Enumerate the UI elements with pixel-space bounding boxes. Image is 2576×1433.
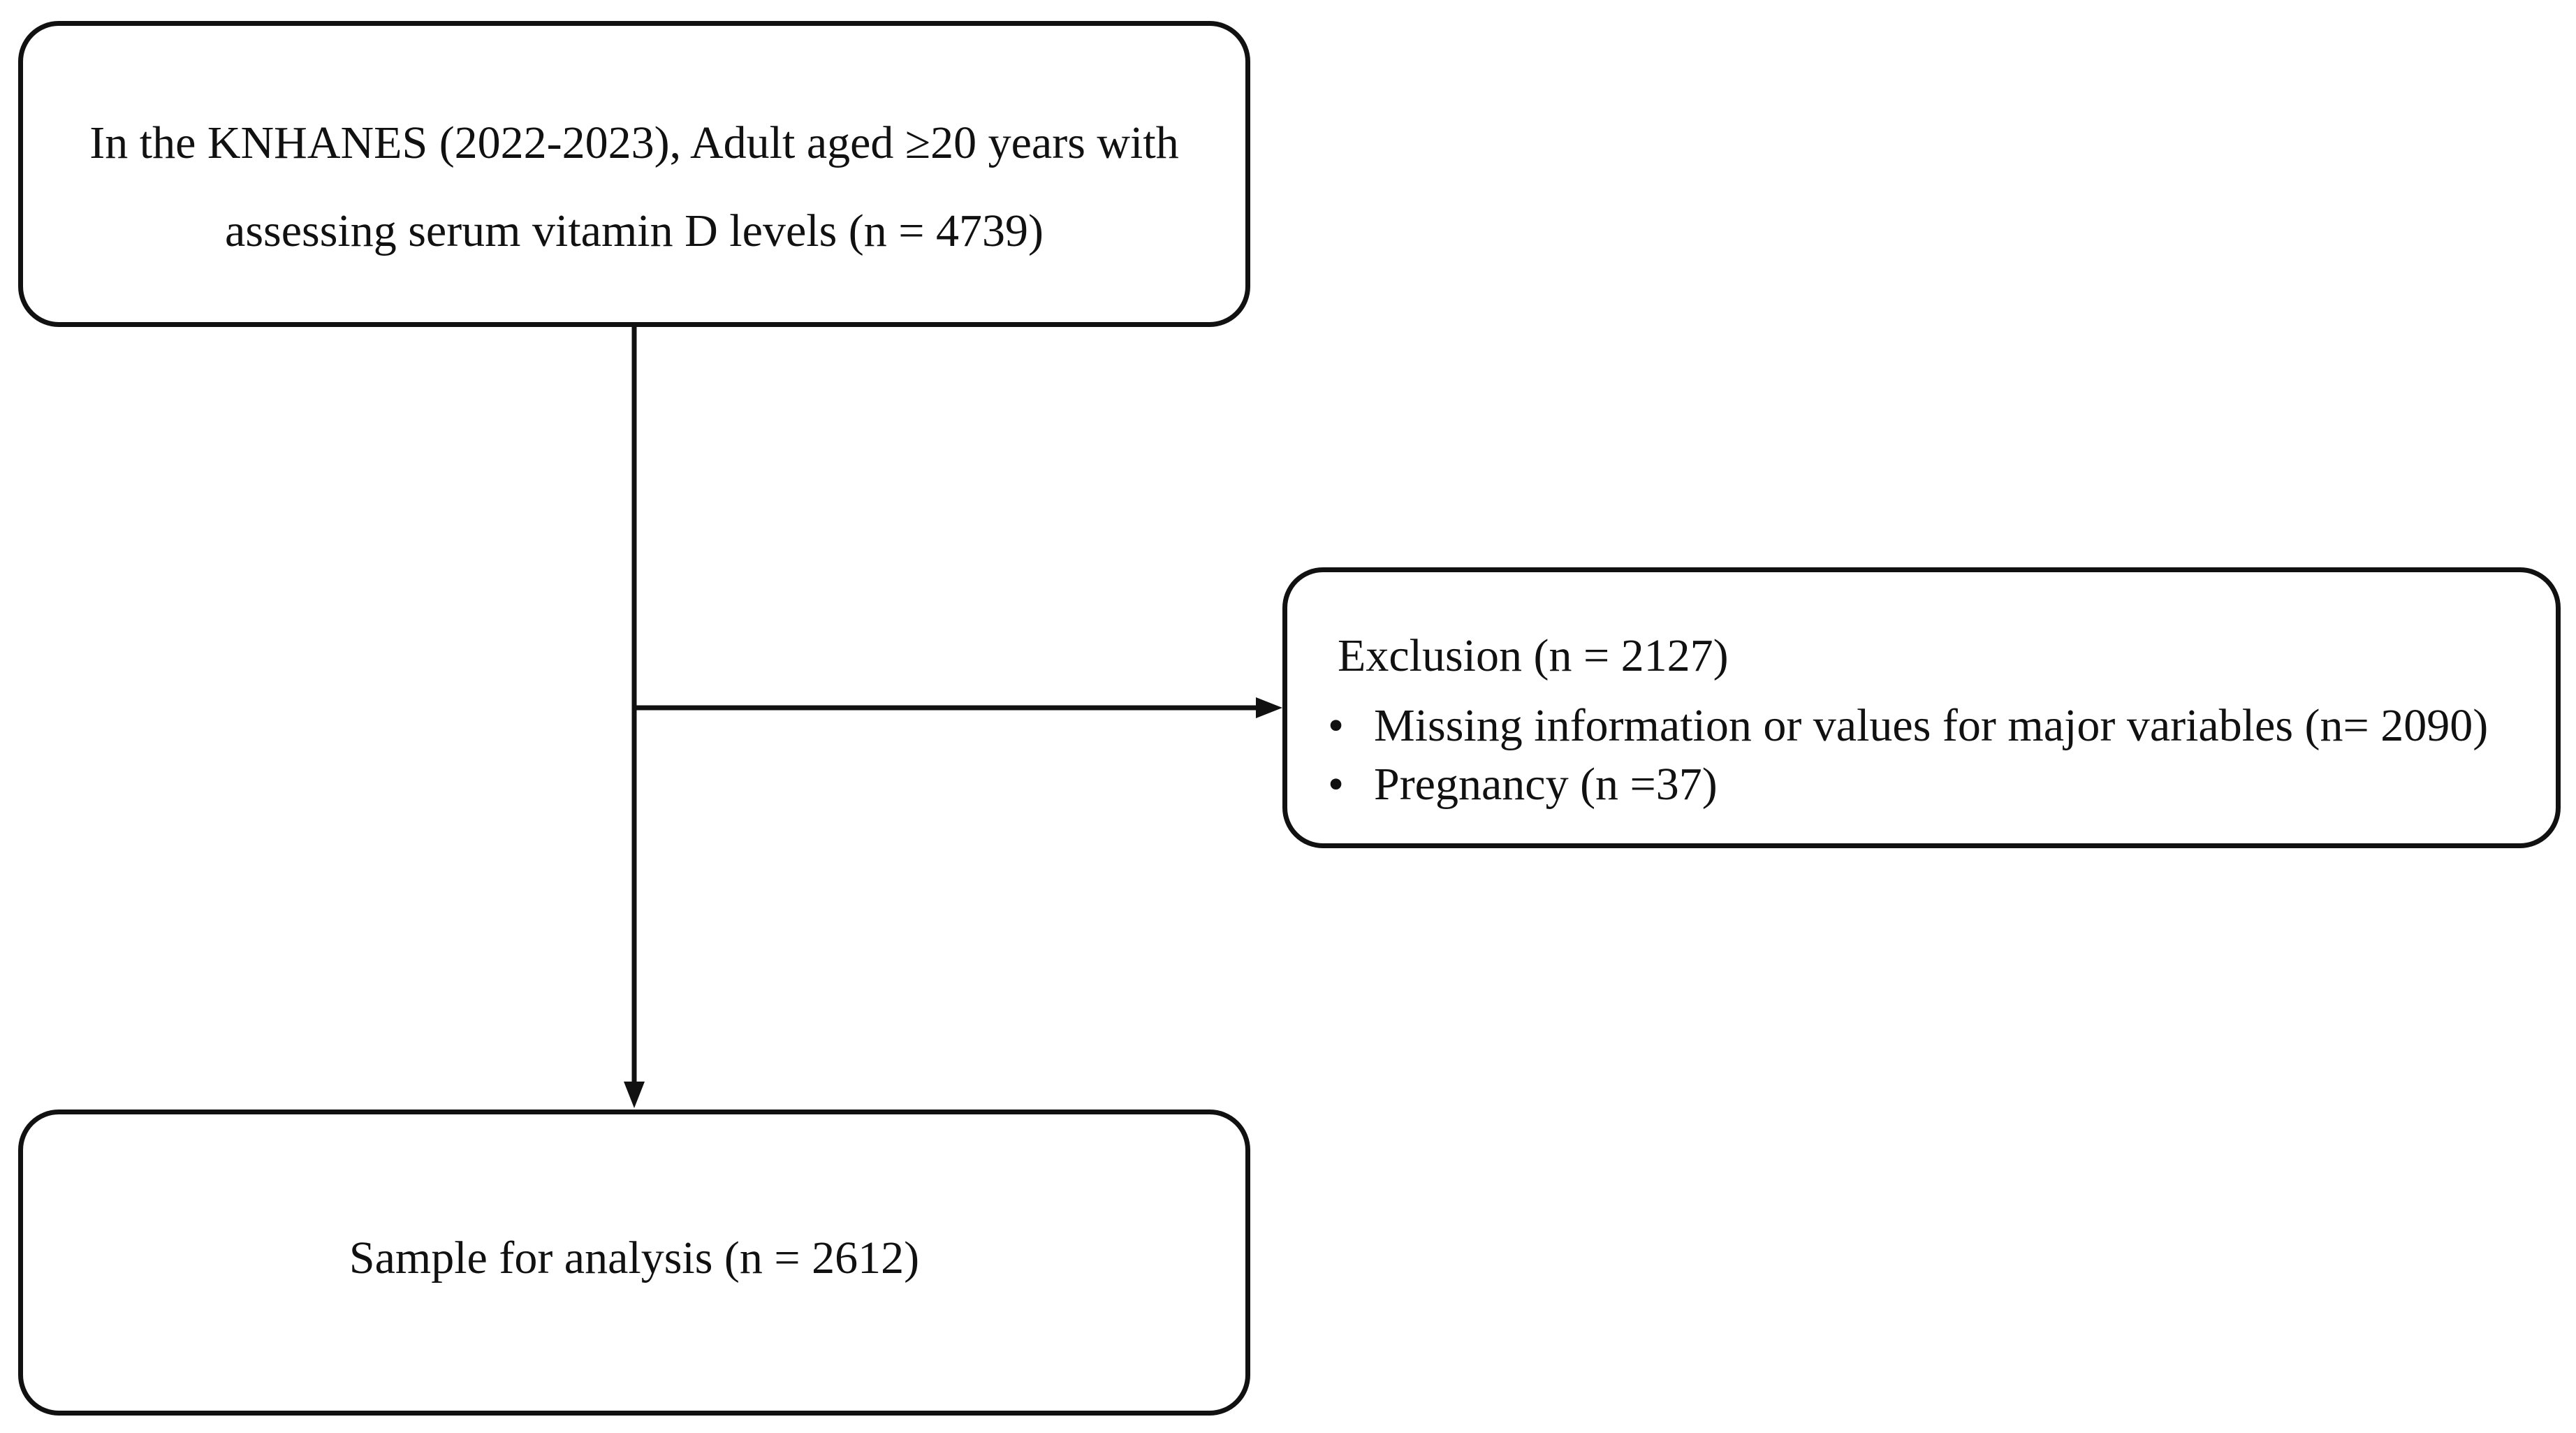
bullet-icon: • — [1328, 759, 1345, 810]
eligible-population-box: In the KNHANES (2022-2023), Adult aged ≥… — [18, 21, 1250, 327]
exclusion-item-text: Missing information or values for major … — [1374, 700, 2489, 751]
analysis-sample-text: Sample for analysis (n = 2612) — [349, 1232, 920, 1283]
exclusion-title: Exclusion (n = 2127) — [1338, 630, 1729, 681]
analysis-sample-box: Sample for analysis (n = 2612) — [18, 1110, 1250, 1416]
eligible-population-line-1: In the KNHANES (2022-2023), Adult aged ≥… — [89, 117, 1179, 168]
exclusion-box: Exclusion (n = 2127) • Missing informati… — [1282, 567, 2561, 848]
exclusion-item-text: Pregnancy (n =37) — [1374, 759, 1718, 810]
arrowhead-to-sample — [624, 1082, 645, 1108]
bullet-icon: • — [1328, 700, 1345, 751]
eligible-population-line-2: assessing serum vitamin D levels (n = 47… — [225, 205, 1044, 256]
arrowhead-to-exclusion — [1256, 697, 1282, 718]
